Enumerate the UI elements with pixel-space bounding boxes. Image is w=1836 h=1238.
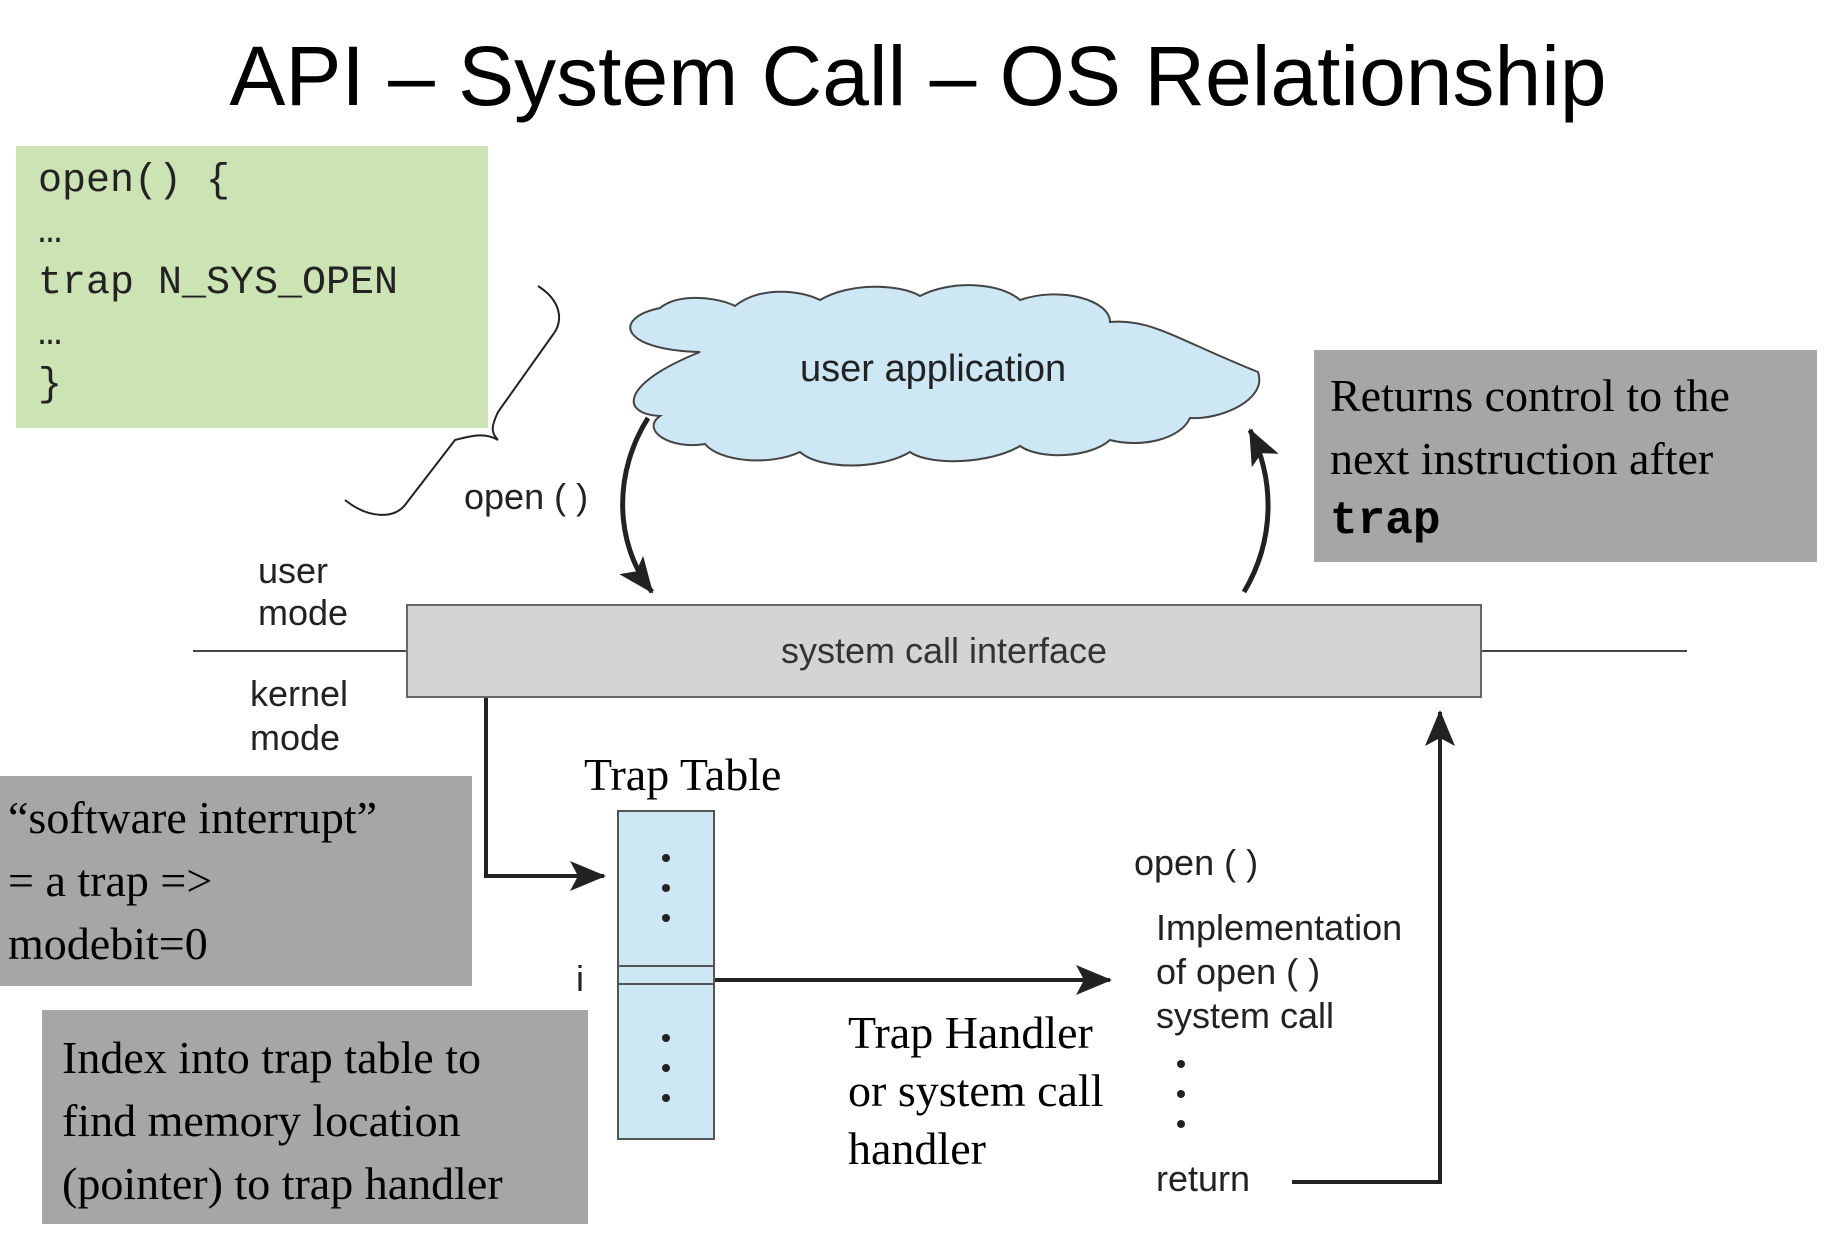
trap-index-label: i [576,958,584,999]
page-title: API – System Call – OS Relationship [229,29,1607,123]
swi-line: “software interrupt” [8,792,378,843]
trap-handler-label: Trap Handler or system call handler [848,1004,1104,1178]
interface-to-trap-table-arrow [484,698,606,891]
code-line: … [38,210,63,255]
implementation-header: open ( ) [1134,842,1259,883]
implementation-text: Implementation of open ( ) system call [1156,906,1402,1038]
user-mode-line: user [258,550,329,591]
ellipsis-dot [662,1094,670,1102]
implementation-line: Implementation [1156,907,1403,948]
ellipsis-dot [662,854,670,862]
trap-handler-line: or system call [848,1065,1104,1116]
trap-table-entry-i [617,965,715,985]
return-to-interface-arrow [1292,710,1455,1184]
user-application-cloud [629,284,1261,467]
trap-handler-line: handler [848,1123,986,1174]
implementation-line: system call [1156,995,1335,1036]
ellipsis-dot [662,1064,670,1072]
kernel-mode-label: kernel mode [250,672,348,760]
returns-code: trap [1330,495,1441,547]
code-line: … [38,312,63,357]
index-line: find memory location [62,1095,461,1146]
index-note: Index into trap table to find memory loc… [42,1010,588,1224]
open-call-arrow [619,416,654,594]
code-line: } [38,363,63,408]
code-line: open() { [38,159,231,204]
kernel-mode-line: mode [250,717,341,758]
user-mode-label: user mode [258,550,348,634]
software-interrupt-note: “software interrupt” = a trap => modebit… [0,776,472,986]
code-bracket [344,285,561,516]
ellipsis-dot [662,914,670,922]
ellipsis-dot [662,1034,670,1042]
user-mode-line: mode [258,592,349,633]
index-line: (pointer) to trap handler [62,1158,503,1209]
ellipsis-dot [1177,1060,1185,1068]
swi-line: modebit=0 [8,918,208,969]
trap-table [617,810,715,1140]
code-box: open() { … trap N_SYS_OPEN … } [16,146,488,428]
returns-line: next instruction after [1330,433,1714,484]
ellipsis-dot [662,884,670,892]
swi-line: = a trap => [8,855,213,906]
open-call-label: open ( ) [464,476,589,517]
returns-line: Returns control to the [1330,370,1730,421]
implementation-line: of open ( ) [1156,951,1321,992]
trap-handler-line: Trap Handler [848,1007,1093,1058]
system-call-interface: system call interface [406,604,1482,698]
index-line: Index into trap table to [62,1032,481,1083]
kernel-mode-line: kernel [250,673,349,714]
return-label: return [1156,1158,1251,1199]
code-line: trap N_SYS_OPEN [38,261,399,306]
return-to-user-arrow [1241,428,1279,594]
returns-control-note: Returns control to the next instruction … [1314,350,1817,562]
cloud-label: user application [800,348,1067,390]
ellipsis-dot [1177,1090,1185,1098]
ellipsis-dot [1177,1120,1185,1128]
trap-table-title: Trap Table [584,749,782,800]
